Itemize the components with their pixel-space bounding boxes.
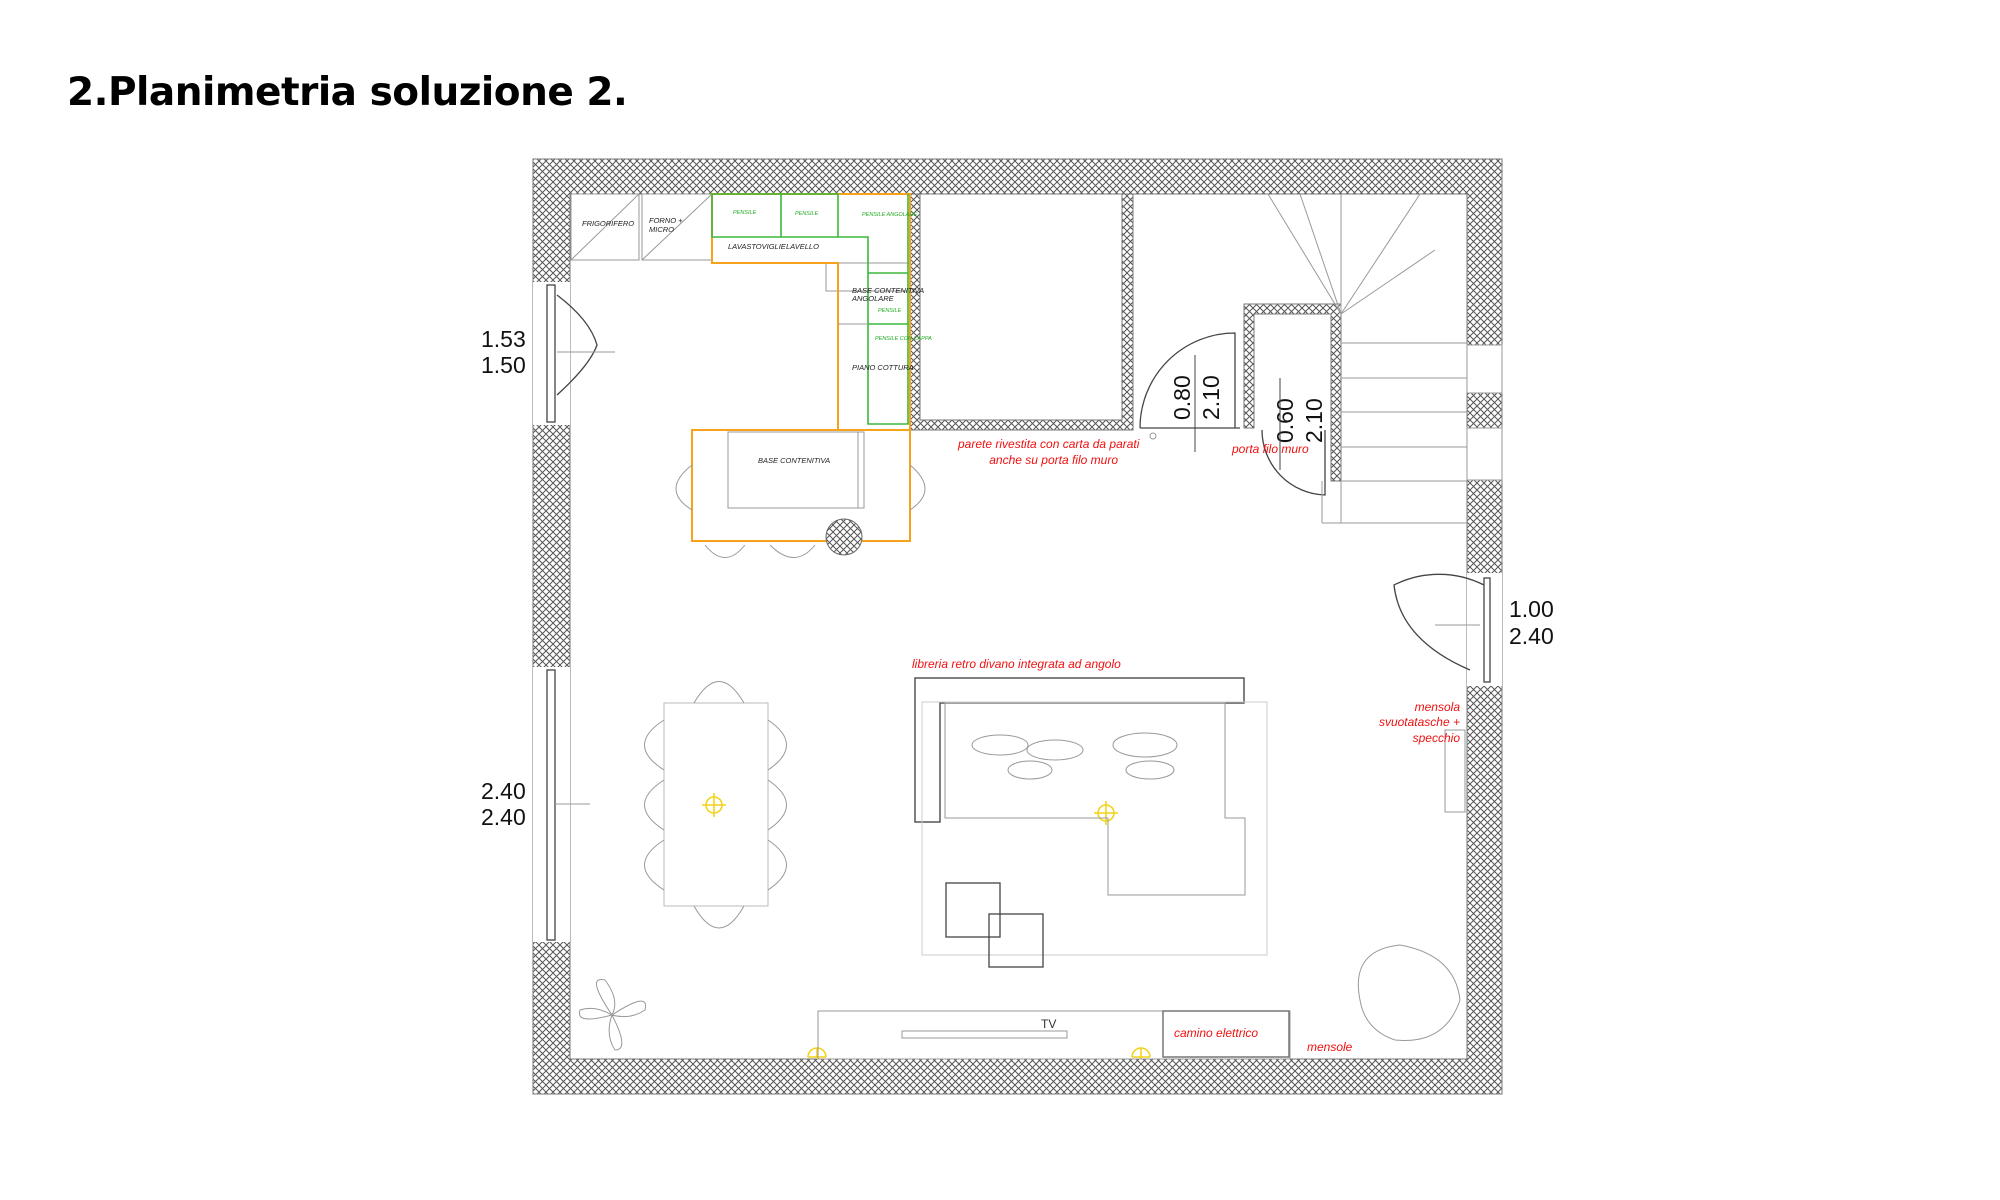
door-dim-height: 2.10 — [1198, 375, 1224, 420]
oven-label-1: FORNO + — [649, 216, 683, 225]
ceiling-light — [702, 793, 1151, 1059]
wall-unit-label: PENSILE CON CAPPA — [875, 336, 932, 342]
sofa-bookcase — [914, 677, 1268, 968]
dimension-labels: 1.53 1.50 2.40 2.40 1.00 2.40 0.80 2.10 … — [481, 326, 1554, 830]
wall-unit-label: PENSILE — [878, 308, 902, 314]
note-wallpaper-1: parete rivestita con carta da parati — [957, 437, 1140, 451]
annotations: parete rivestita con carta da parati anc… — [912, 437, 1460, 1054]
plant — [578, 978, 647, 1051]
door-dim-height: 2.10 — [1301, 398, 1327, 443]
wall-unit-label: PENSILE — [733, 210, 757, 216]
entrance-door — [1393, 573, 1502, 686]
dishwasher-label: LAVASTOVIGLIE — [728, 242, 787, 251]
door-dim-height: 2.40 — [1509, 623, 1554, 649]
armchair — [1357, 944, 1461, 1041]
note-shelf-2: svuotatasche + — [1379, 715, 1460, 729]
fridge-label: FRIGORIFERO — [582, 219, 634, 228]
wall-unit-label: PENSILE ANGOLARE — [862, 212, 917, 218]
right-wall-openings — [1466, 344, 1503, 481]
dining-table — [644, 681, 787, 929]
island-label: BASE CONTENITIVA — [758, 456, 830, 465]
window-dim-height: 2.40 — [481, 804, 526, 830]
note-fireplace: camino elettrico — [1174, 1026, 1258, 1040]
note-wallpaper-2: anche su porta filo muro — [989, 453, 1118, 467]
note-flush-door: porta filo muro — [1231, 442, 1309, 456]
sink-label: LAVELLO — [786, 242, 819, 251]
staircase — [1267, 193, 1467, 524]
oven-label-2: MICRO — [649, 225, 674, 234]
storage-room — [909, 193, 1240, 440]
note-shelf-1: mensola — [1415, 700, 1461, 714]
window-dim-height: 1.50 — [481, 352, 526, 378]
corner-base-label-1: BASE CONTENITIVA — [852, 286, 924, 295]
left-window-top — [533, 282, 615, 425]
window-dim-width: 1.53 — [481, 326, 526, 352]
page-title: 2.Planimetria soluzione 2. — [67, 70, 628, 115]
note-bookcase: libreria retro divano integrata ad angol… — [912, 657, 1121, 671]
tv-label: TV — [1041, 1017, 1056, 1031]
left-window-bottom — [533, 667, 590, 942]
corner-base-label-2: ANGOLARE — [851, 294, 895, 303]
hob-label: PIANO COTTURA — [852, 363, 914, 372]
exterior-walls — [532, 158, 1503, 1095]
note-shelf-3: specchio — [1413, 731, 1461, 745]
tv-unit — [817, 1010, 1291, 1060]
window-dim-width: 2.40 — [481, 778, 526, 804]
console-shelf — [1444, 729, 1466, 813]
door-dim-width: 0.80 — [1169, 375, 1195, 420]
kitchen: FRIGORIFERO FORNO + MICRO LAVASTOVIGLIE … — [570, 193, 932, 558]
door-dim-width: 0.60 — [1272, 398, 1298, 443]
note-shelves: mensole — [1307, 1040, 1353, 1054]
wall-unit-label: PENSILE — [795, 211, 819, 217]
door-dim-width: 1.00 — [1509, 596, 1554, 622]
closet — [1243, 303, 1342, 496]
